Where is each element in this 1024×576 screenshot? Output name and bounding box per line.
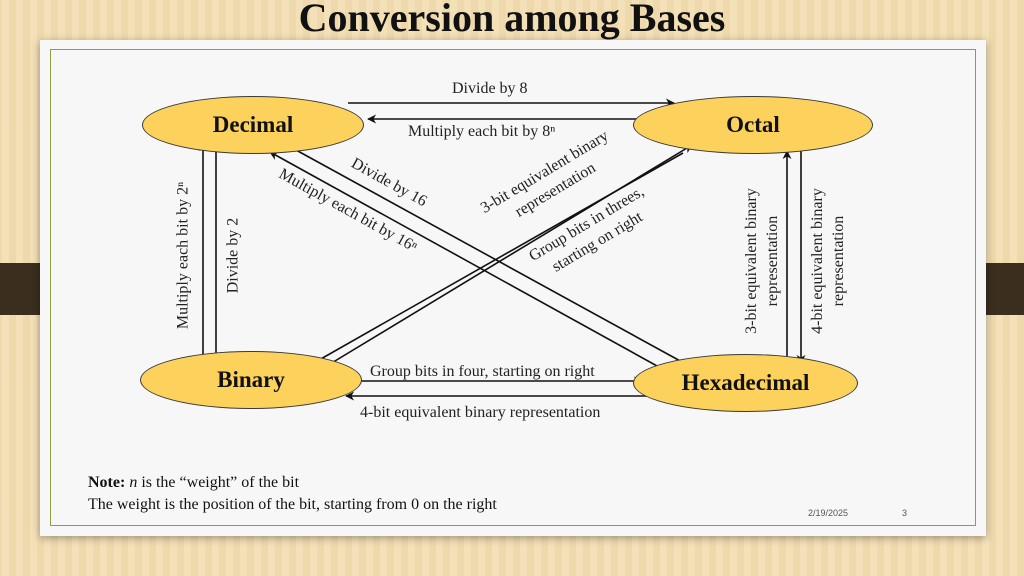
arrow-binary-to-octal [329,144,693,365]
label-group-bits-in-four: Group bits in four, starting on right [370,363,595,380]
note-var: n [129,474,138,491]
note-line1: Note: n is the “weight” of the bit [88,472,497,494]
node-octal: Octal [633,96,873,154]
label-multiply-by-2n: Multiply each bit by 2ⁿ [174,181,192,330]
label-4bit-equivalent-vertical: 4-bit equivalent binary representation [807,171,849,351]
note-line1-rest: is the “weight” of the bit [137,474,300,491]
footer-page-number: 3 [902,508,908,518]
slide-border [50,49,976,526]
label-divide-by-2: Divide by 2 [224,217,242,294]
label-4bit-vertical-line2: representation [830,215,847,307]
node-binary: Binary [140,351,362,409]
footer-date: 2/19/2025 [808,508,849,518]
label-3bit-vertical-line2: representation [764,215,781,307]
label-4bit-vertical-line1: 4-bit equivalent binary [809,188,826,334]
note-block: Note: n is the “weight” of the bit The w… [88,472,497,516]
label-3bit-vertical-line1: 3-bit equivalent binary [743,188,760,334]
label-4bit-equivalent: 4-bit equivalent binary representation [360,404,601,421]
node-hexadecimal: Hexadecimal [633,354,858,412]
slide-title: Conversion among Bases [298,0,726,40]
note-line2: The weight is the position of the bit, s… [88,496,497,513]
note-bold: Note: [88,474,126,491]
label-multiply-by-8n: Multiply each bit by 8ⁿ [408,123,556,140]
label-3bit-equivalent-vertical: 3-bit equivalent binary representation [741,171,783,351]
label-divide-by-8: Divide by 8 [452,80,528,97]
node-decimal: Decimal [142,96,364,154]
arrow-decimal-to-hex [295,149,694,369]
arrow-hex-to-decimal [269,151,678,378]
